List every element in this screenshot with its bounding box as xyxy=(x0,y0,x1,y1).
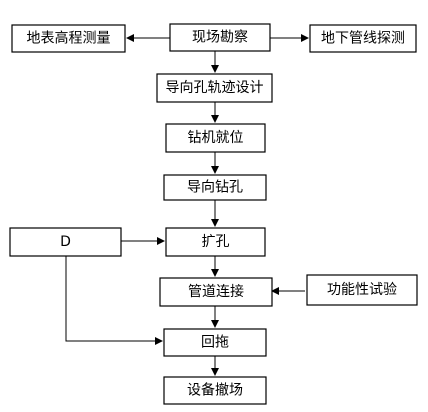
node-label: 回拖 xyxy=(201,335,229,351)
node-pullback: 回拖 xyxy=(163,328,267,357)
node-label: 地表高程测量 xyxy=(27,30,111,47)
node-label: 地下管线探测 xyxy=(321,31,405,47)
node-label: 功能性试验 xyxy=(327,282,397,298)
node-rig-setup: 钻机就位 xyxy=(165,123,266,153)
node-site-survey: 现场勘察 xyxy=(169,23,271,52)
edge-d-box-to-pullback xyxy=(65,256,163,345)
node-pipe-connection: 管道连接 xyxy=(159,277,273,307)
node-function-test: 功能性试验 xyxy=(306,274,418,306)
node-demobilization: 设备撤场 xyxy=(163,376,267,405)
node-label: 管道连接 xyxy=(188,283,244,300)
node-d-box: D xyxy=(9,227,122,257)
node-reaming: 扩孔 xyxy=(165,227,266,257)
edges xyxy=(65,34,309,376)
node-label: 导向孔轨迹设计 xyxy=(166,80,264,96)
node-pilot-drilling: 导向钻孔 xyxy=(163,174,267,201)
node-label: 设备撤场 xyxy=(187,382,243,399)
node-pipeline-detection: 地下管线探测 xyxy=(309,24,417,53)
node-label: 导向钻孔 xyxy=(187,180,243,196)
node-trajectory-design: 导向孔轨迹设计 xyxy=(156,73,273,103)
node-label: 现场勘察 xyxy=(192,29,248,46)
node-elevation-survey: 地表高程测量 xyxy=(11,24,126,53)
node-label: 钻机就位 xyxy=(188,130,244,146)
node-label: D xyxy=(60,234,71,250)
node-label: 扩孔 xyxy=(202,234,230,250)
